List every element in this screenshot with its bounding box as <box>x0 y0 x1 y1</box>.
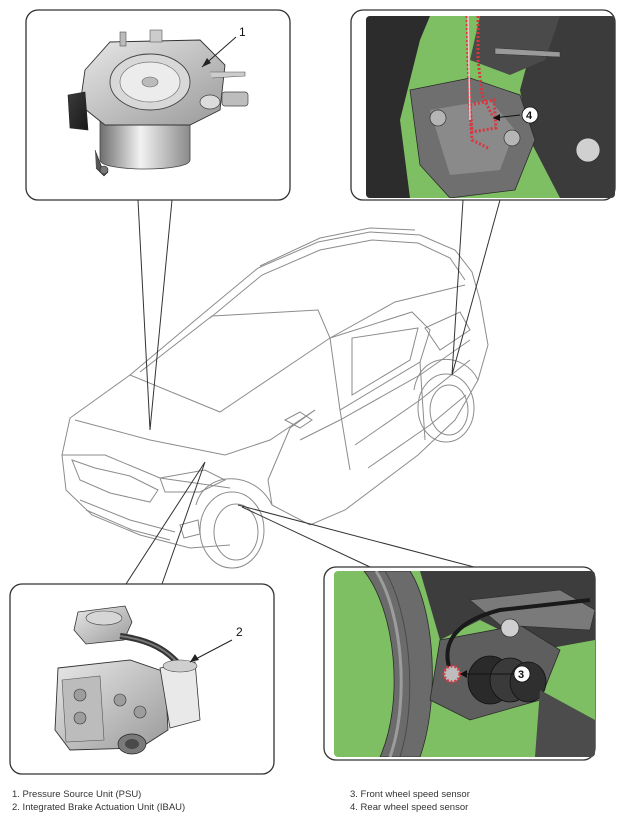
front-sensor-callout <box>460 665 531 683</box>
vehicle-outline-drawing <box>61 227 489 569</box>
front-sensor-highlight <box>442 664 462 684</box>
legend-item-psu: 1. Pressure Source Unit (PSU) <box>12 789 142 800</box>
psu-illustration <box>67 29 249 177</box>
legend-left-column: 1. Pressure Source Unit (PSU) 2. Integra… <box>12 788 185 814</box>
legend-right-column: 3. Front wheel speed sensor 4. Rear whee… <box>350 788 470 814</box>
ibau-detail-panel: 2 <box>9 583 275 775</box>
legend-item-front-sensor: 3. Front wheel speed sensor <box>350 789 470 800</box>
psu-callout <box>201 36 237 68</box>
callout-number-4: 4 <box>526 110 533 122</box>
front-sensor-photo <box>334 571 595 757</box>
rear-wheel-sensor-panel: 4 <box>350 9 616 201</box>
legend-item-ibau: 2. Integrated Brake Actuation Unit (IBAU… <box>12 802 186 813</box>
callout-number-2: 2 <box>236 625 243 639</box>
ibau-callout <box>189 639 233 663</box>
leader-lines <box>125 199 501 585</box>
rear-sensor-photo <box>366 16 615 198</box>
psu-detail-panel: 1 <box>25 9 291 201</box>
callout-number-3: 3 <box>518 669 524 681</box>
rear-sensor-highlight <box>465 16 498 150</box>
ibau-illustration <box>54 605 201 755</box>
front-wheel-sensor-panel: 3 <box>323 566 596 761</box>
rear-sensor-callout <box>492 106 539 124</box>
callout-number-1: 1 <box>239 25 246 39</box>
legend-item-rear-sensor: 4. Rear wheel speed sensor <box>350 802 469 813</box>
